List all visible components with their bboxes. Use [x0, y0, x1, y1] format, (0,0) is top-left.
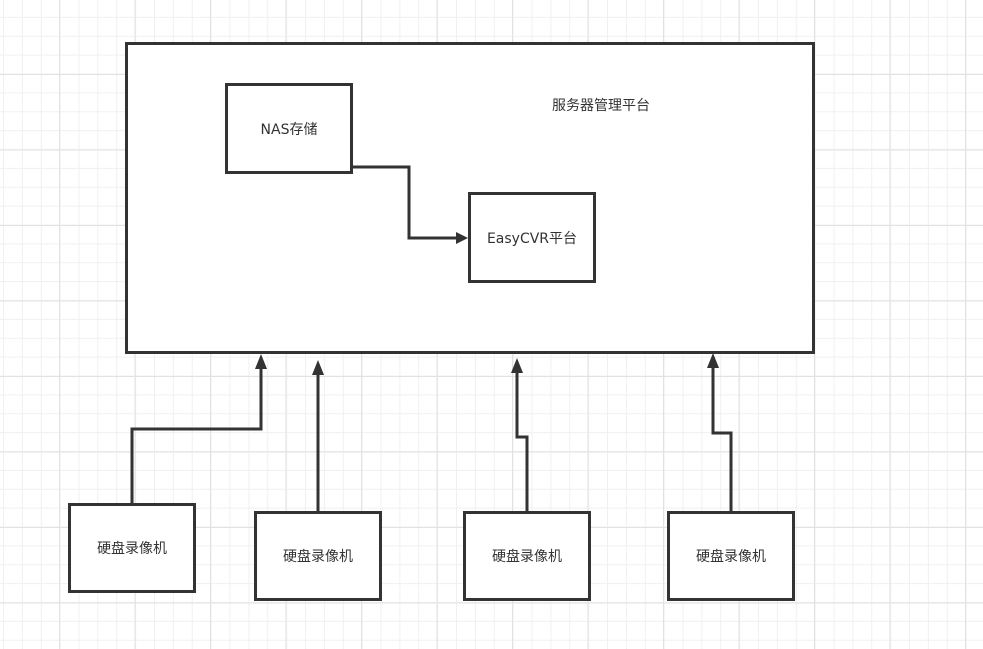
nas-storage-label: NAS存储 — [260, 121, 318, 138]
nvr-label-3: 硬盘录像机 — [492, 549, 562, 565]
nvr-node-4[interactable]: 硬盘录像机 — [667, 511, 795, 601]
nvr-label-4: 硬盘录像机 — [696, 549, 766, 565]
nvr-node-1[interactable]: 硬盘录像机 — [68, 503, 196, 593]
easycvr-platform-label: EasyCVR平台 — [486, 230, 578, 247]
easycvr-platform-node[interactable]: EasyCVR平台 — [468, 192, 596, 283]
nas-storage-node[interactable]: NAS存储 — [225, 83, 353, 174]
nvr-label-2: 硬盘录像机 — [283, 549, 353, 565]
nvr-node-2[interactable]: 硬盘录像机 — [254, 511, 382, 601]
container-title: 服务器管理平台 — [552, 98, 650, 114]
nvr-label-1: 硬盘录像机 — [97, 541, 167, 557]
nvr-node-3[interactable]: 硬盘录像机 — [463, 511, 591, 601]
